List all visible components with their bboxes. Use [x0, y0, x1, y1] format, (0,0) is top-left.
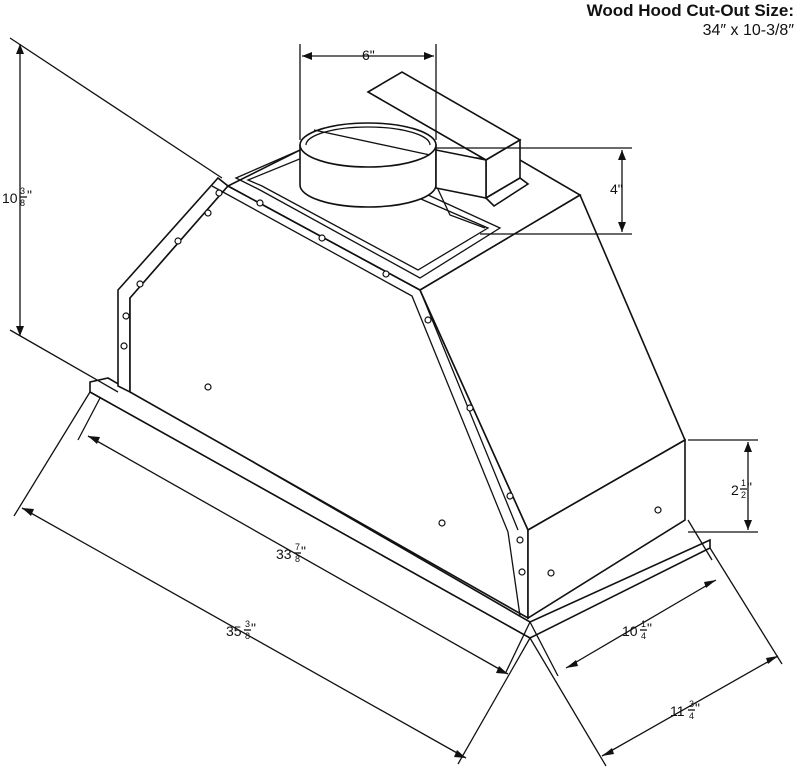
damper-box [366, 71, 530, 208]
duct-width-label: 6" [362, 47, 375, 63]
svg-text:8: 8 [20, 198, 25, 208]
svg-text:8: 8 [295, 554, 300, 564]
svg-text:7: 7 [295, 542, 300, 552]
body-depth-label: 10 1 4 " [622, 619, 652, 641]
overall-height-label: 10 3 8 " [2, 186, 32, 208]
duct-height-label: 4" [610, 181, 623, 197]
cutout-size-caption: Wood Hood Cut-Out Size: 34″ x 10-3/8″ [587, 0, 794, 41]
front-height-label: 2 1 2 " [731, 478, 752, 500]
svg-text:2: 2 [741, 490, 746, 500]
svg-text:4: 4 [641, 631, 646, 641]
body-length-label: 33 7 8 " [276, 542, 306, 564]
svg-text:2: 2 [731, 482, 739, 498]
mounting-holes [120, 189, 662, 577]
svg-text:": " [647, 620, 652, 636]
dimension-lines [9, 37, 783, 767]
svg-text:": " [301, 543, 306, 559]
cutout-heading: Wood Hood Cut-Out Size: [586, 1, 794, 20]
cutout-size: 34″ x 10-3/8″ [702, 22, 794, 39]
svg-text:1: 1 [641, 619, 646, 629]
svg-text:1: 1 [741, 478, 746, 488]
svg-text:8: 8 [245, 631, 250, 641]
svg-text:11: 11 [670, 703, 685, 719]
round-duct-collar [299, 122, 486, 229]
svg-text:33: 33 [276, 546, 292, 562]
svg-text:3: 3 [20, 186, 25, 196]
svg-text:4: 4 [689, 711, 694, 721]
svg-text:10: 10 [622, 623, 638, 639]
dimension-labels: 6" 4" 10 3 8 " 2 1 2 " 33 7 8 " 35 3 8 [2, 47, 752, 721]
svg-text:35: 35 [226, 623, 242, 639]
svg-text:10: 10 [2, 190, 18, 206]
flange-length-label: 35 3 8 " [226, 619, 256, 641]
svg-text:3: 3 [245, 619, 250, 629]
svg-text:": " [747, 479, 752, 495]
svg-text:": " [251, 620, 256, 636]
flange-depth-label: 11 3 4 " [670, 699, 700, 721]
svg-text:": " [27, 187, 32, 203]
svg-text:": " [695, 700, 700, 716]
svg-text:3: 3 [689, 699, 694, 709]
